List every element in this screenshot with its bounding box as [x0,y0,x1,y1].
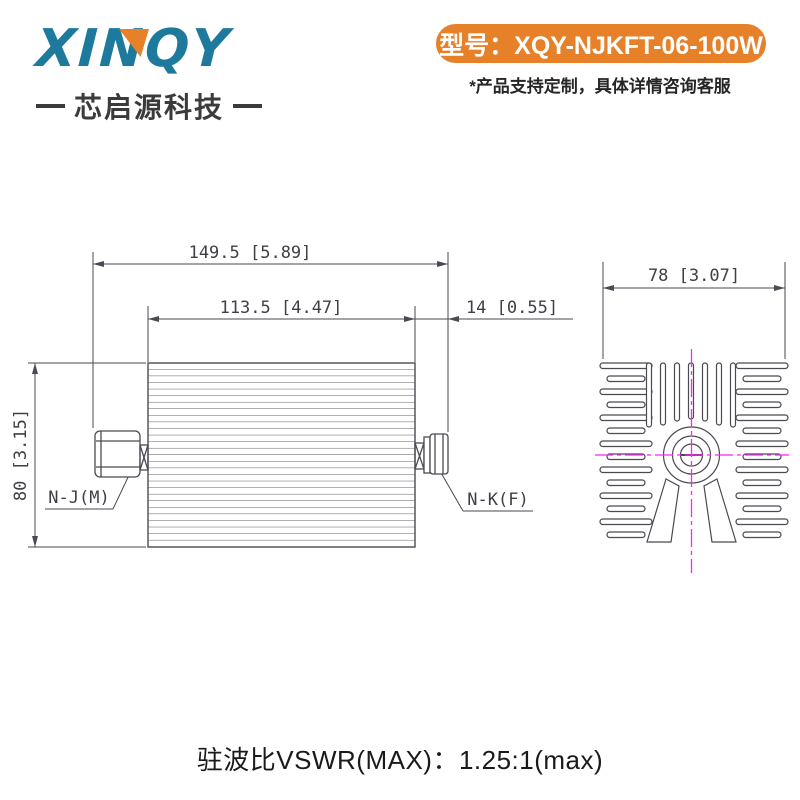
connector-left-label: N-J(M) [48,488,109,508]
right-fin-comb [735,362,789,539]
heatsink-section-view [599,362,789,543]
right-connector [414,433,449,475]
tagline-dash-left [36,103,65,108]
dim-body-length: 113.5 [4.47] [220,298,343,318]
model-badge-label: 型号：XQY-NJKFT-06-100W [439,31,763,60]
tagline-text: 芯启源科技 [74,91,225,123]
centerlines [595,349,789,573]
dim-body-height: 80 [3.15] [11,409,31,501]
left-fin-comb [599,362,653,539]
dim-side-width: 78 [3.07] [648,266,740,286]
mounting-feet [646,478,737,543]
left-connector [94,430,149,478]
tagline-dash-right [233,103,263,108]
customization-note: *产品支持定制，具体详情咨询客服 [469,77,731,96]
connector-right-label: N-K(F) [467,490,528,510]
brand-logo: XINQY 芯启源科技 [34,19,276,126]
brand-tagline: 芯启源科技 [36,86,276,126]
body-front-view [147,362,416,548]
dim-overall-length: 149.5 [5.89] [189,243,312,263]
vswr-spec: 驻波比VSWR(MAX)：1.25:1(max) [196,745,604,775]
dimension-lines [28,252,786,548]
dim-connector-length: 14 [0.55] [466,298,558,318]
model-badge: 型号：XQY-NJKFT-06-100W [436,24,766,63]
